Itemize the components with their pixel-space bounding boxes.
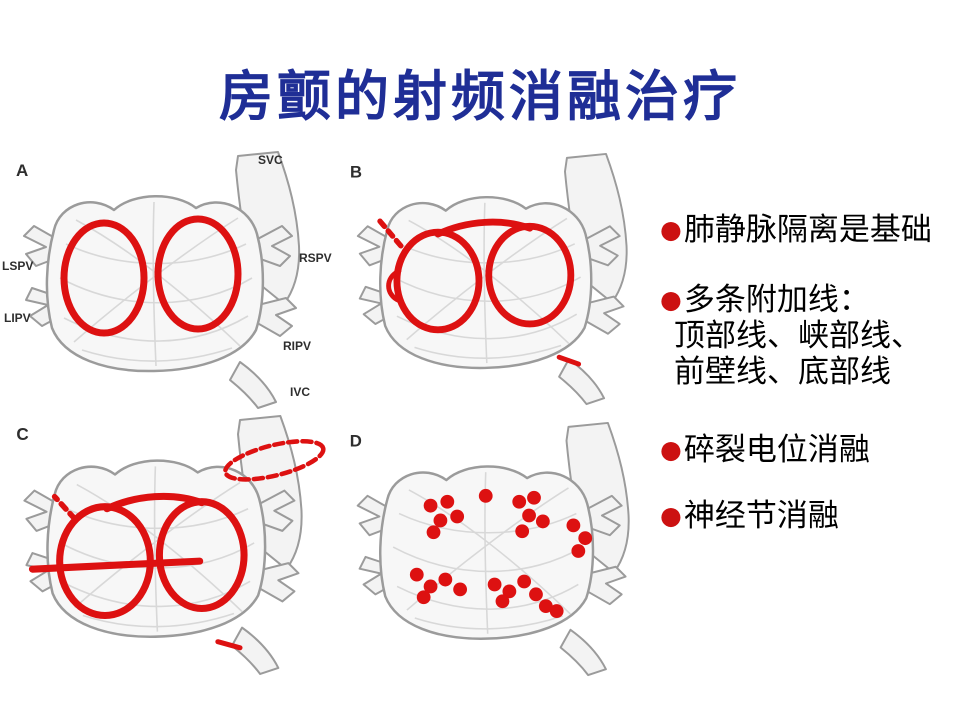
ripv-label: RIPV bbox=[283, 339, 311, 353]
bullet-text: 肺静脉隔离是基础 bbox=[683, 212, 932, 247]
ivc-label: IVC bbox=[290, 385, 310, 399]
rspv-label: RSPV bbox=[299, 251, 332, 265]
pv-isolation-lines bbox=[60, 215, 242, 337]
slide-title: 房颤的射频消融治疗 bbox=[219, 67, 741, 127]
panel-b-figure: B bbox=[350, 152, 628, 406]
bullet-text: 多条附加线： bbox=[683, 282, 870, 317]
panel-a-figure: A SVC RSPV RIPV IVC LSPV LIPV bbox=[2, 150, 332, 410]
cfae-ablation-dots bbox=[409, 488, 593, 618]
bullet-item-pvi: ●肺静脉隔离是基础 bbox=[660, 212, 960, 248]
bullet-subtext: 前壁线、底部线 bbox=[674, 354, 891, 389]
bullet-item-lines: ●多条附加线： 顶部线、峡部线、 前壁线、底部线 bbox=[660, 282, 960, 390]
atrium-diagram bbox=[356, 421, 630, 677]
bullet-dot-icon: ● bbox=[660, 285, 682, 314]
panel-d-figure: D bbox=[350, 421, 630, 677]
lspv-label: LSPV bbox=[2, 259, 33, 273]
panel-c-figure: C bbox=[16, 414, 326, 676]
bullet-dot-icon: ● bbox=[660, 215, 682, 244]
panel-d-label: D bbox=[350, 432, 362, 451]
svc-label: SVC bbox=[258, 153, 283, 167]
panel-a-label: A bbox=[16, 161, 28, 180]
lipv-label: LIPV bbox=[4, 311, 31, 325]
bullet-item-ganglia: ●神经节消融 bbox=[660, 498, 960, 534]
panel-b-label: B bbox=[350, 162, 362, 181]
panel-c-label: C bbox=[16, 425, 28, 444]
linear-lesion-lines bbox=[28, 439, 326, 651]
bullet-text: 碎裂电位消融 bbox=[683, 432, 870, 467]
bullet-list: ●肺静脉隔离是基础 ●多条附加线： 顶部线、峡部线、 前壁线、底部线 ●碎裂电位… bbox=[660, 212, 960, 568]
bullet-dot-icon: ● bbox=[660, 435, 682, 464]
bullet-text: 神经节消融 bbox=[683, 498, 839, 533]
bullet-item-cfae: ●碎裂电位消融 bbox=[660, 432, 960, 468]
pvi-roof-lines bbox=[376, 217, 582, 367]
bullet-dot-icon: ● bbox=[660, 501, 682, 530]
bullet-subtext: 顶部线、峡部线、 bbox=[674, 318, 922, 353]
